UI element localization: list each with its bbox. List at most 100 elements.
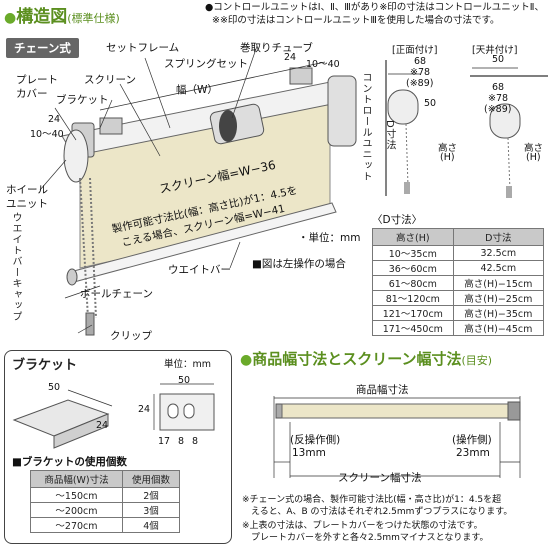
leader-winding-tube [231, 45, 258, 119]
label-left-op-note: ■図は左操作の場合 [252, 258, 346, 270]
table-cell: 171〜450cm [372, 320, 454, 336]
leader-weight-bar [229, 241, 241, 269]
structure-note-1: ●コントロールユニットはⅠ、Ⅱ、Ⅲがあり※印の寸法はコントロールユニットⅡ、 [205, 2, 544, 13]
product-width-label: 商品幅寸法 [356, 384, 409, 396]
structure-note-2: ※※印の寸法はコントロールユニットⅢを使用した場合の寸法です。 [212, 15, 500, 26]
leader-clip [77, 324, 93, 334]
bracket-box [4, 350, 232, 544]
screen-width-label: スクリーン幅寸法 [338, 472, 422, 484]
bracket-unit: 単位：mm [164, 359, 212, 370]
bullet-icon: ● [4, 10, 17, 26]
left-end-cap [275, 403, 283, 419]
size-note-2: えると、A、B の寸法はそれぞれ2.5mmずつプラスになります。 [242, 507, 513, 517]
front-dim-50: 50 [424, 98, 437, 109]
table-cell: 〜150cm [30, 487, 123, 503]
table-cell: 36〜60cm [372, 260, 454, 276]
bracket-perspective-side [53, 413, 109, 449]
label-wheel-1: ホイール [6, 184, 48, 196]
table-cell: 10〜35cm [372, 245, 454, 261]
bracket-front-8b: 8 [192, 436, 199, 447]
leader-set-frame [144, 57, 171, 129]
table-cell: 121〜170cm [372, 305, 454, 321]
ball-chain-line-1 [79, 177, 89, 319]
bracket-drawing [12, 383, 215, 449]
op-side-label: (操作側) [452, 434, 492, 446]
leader-ball-chain [64, 285, 101, 299]
bracket-slot-1 [167, 403, 179, 419]
label-screen: スクリーン [84, 74, 136, 86]
label-spring-set: スプリングセット [164, 58, 248, 70]
winding-tube-end [219, 110, 237, 142]
table-cell: 〜270cm [30, 517, 123, 533]
table-cell: 高さ(H)−25cm [452, 290, 545, 306]
label-unit-mm: ・単位：mm [298, 232, 361, 244]
weight-bar-cap-shape [66, 268, 78, 286]
right-bracket-shape [289, 67, 313, 85]
label-winding-tube: 巻取りチューブ [240, 42, 313, 54]
label-ball-chain: ボールチェーン [80, 288, 153, 300]
roll-tube-shape [281, 403, 509, 419]
table-cell: 2個 [121, 487, 181, 503]
ceiling-height-paren: (H) [526, 152, 541, 163]
leader-screen [119, 83, 161, 157]
ball-chain-line-2 [89, 177, 97, 319]
bracket-front-8a: 8 [178, 436, 185, 447]
label-clip: クリップ [110, 330, 152, 342]
label-control-unit: コントロールユニット [360, 72, 371, 182]
wheel-unit-shape [63, 129, 89, 183]
table-cell: 4個 [121, 517, 181, 533]
size-note-1: ※チェーン式の場合、製作可能寸法比(幅・高さ比)が1：4.5を超 [242, 495, 502, 505]
label-plate-1: プレート [16, 74, 58, 86]
table-header-row: 商品幅(W)寸法 使用個数 [30, 470, 181, 488]
label-weight-bar: ウエイトバー [168, 264, 231, 276]
blind-structure-drawing [39, 45, 357, 336]
table-cell: 61〜80cm [372, 275, 454, 291]
bracket-front-17: 17 [158, 436, 171, 447]
structure-subtitle: (標準仕様) [67, 12, 120, 25]
front-dim-68: 68 [414, 56, 427, 67]
bullet-icon: ● [240, 352, 253, 368]
label-dim-24: 24 [48, 114, 61, 125]
bracket-count-title: ■ブラケットの使用個数 [12, 456, 127, 468]
control-unit-shape [327, 75, 357, 147]
size-note-4: プレートカバーを外すと各々2.5mmマイナスとなります。 [242, 533, 489, 543]
ceiling-dim-50: 50 [492, 54, 505, 65]
ceiling-height-label: 高さ [524, 143, 544, 154]
bracket-header-count: 使用個数 [121, 470, 181, 488]
front-height-label: 高さ [438, 143, 458, 154]
dim-23mm: 23mm [456, 447, 490, 459]
clip-shape [85, 312, 95, 336]
size-note-3: ※上表の寸法は、プレートカバーをつけた状態の寸法です。 [242, 521, 483, 531]
table-cell: 〜200cm [30, 502, 123, 518]
label-bracket: ブラケット [56, 94, 109, 106]
label-plate-2: カバー [16, 88, 48, 100]
size-subtitle: (目安) [461, 354, 493, 367]
bracket-front-24: 24 [138, 404, 151, 415]
bracket-persp-dim-line [67, 389, 113, 407]
front-dim-89: (※89) [406, 78, 434, 89]
width-dimension-line [99, 61, 326, 111]
table-cell: 32.5cm [452, 245, 545, 261]
leader-plate-cover [54, 107, 77, 141]
front-clip-shape [404, 182, 410, 194]
ceiling-mount-label: [天井付け] [472, 45, 518, 56]
leader-bracket [99, 99, 113, 129]
ceiling-dim-68: 68 [492, 82, 505, 93]
front-roll-shape [387, 89, 419, 125]
table-cell: 42.5cm [452, 260, 545, 276]
d-table-title: 〈D寸法〉 [372, 214, 423, 226]
leader-wheel-unit [39, 159, 67, 191]
label-wheel-2: ユニット [6, 198, 48, 210]
bracket-persp-50: 50 [48, 382, 61, 393]
table-cell: 81〜120cm [372, 290, 454, 306]
table-cell: 高さ(H)−15cm [452, 275, 545, 291]
side-views-drawing [385, 60, 548, 198]
table-cell: 高さ(H)−45cm [452, 320, 545, 336]
